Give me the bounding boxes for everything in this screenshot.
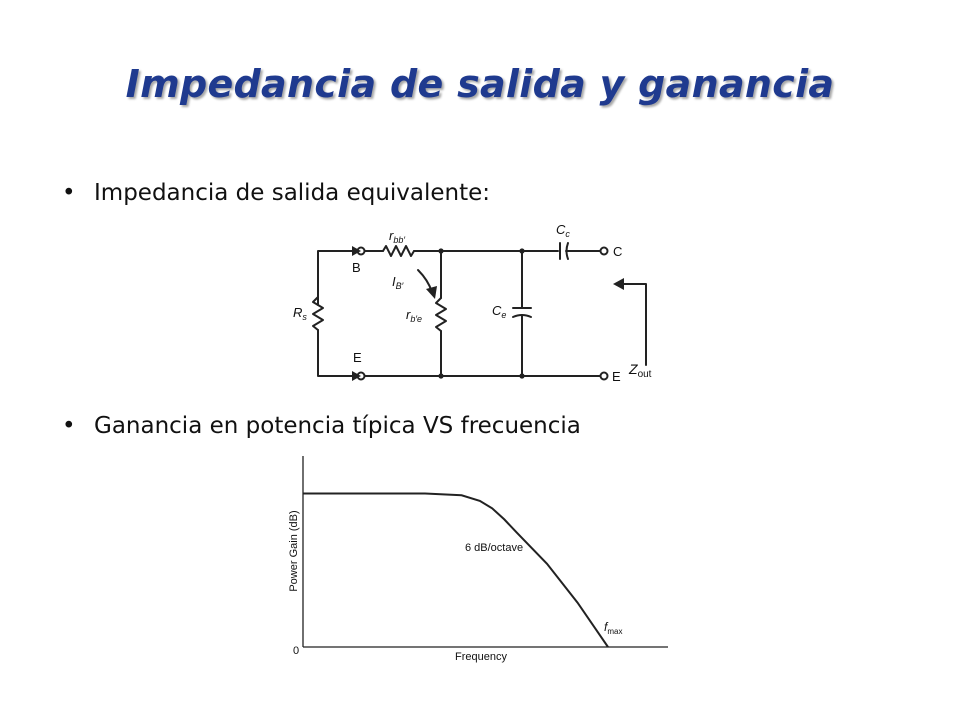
origin-label: 0 xyxy=(293,645,299,657)
resistor-rbb xyxy=(382,245,415,257)
zout-arrow xyxy=(621,283,647,366)
slide-title: Impedancia de salida y ganancia xyxy=(125,62,835,106)
power-gain-chart: Power Gain (dB) Frequency 0 6 dB/octave … xyxy=(288,456,668,663)
label-rbe: rb′e xyxy=(406,307,422,324)
bullet-text: Ganancia en potencia típica VS frecuenci… xyxy=(94,413,581,439)
label-node-b: B xyxy=(352,260,361,275)
terminal-e-right xyxy=(599,371,609,381)
bullet-dot: • xyxy=(62,180,76,206)
zout-arrow-head xyxy=(613,278,624,290)
label-rs: Rs xyxy=(293,305,307,322)
current-arrow-ib-head xyxy=(426,286,437,299)
bullet-text: Impedancia de salida equivalente: xyxy=(94,180,491,206)
label-ib: IB′ xyxy=(392,274,404,291)
label-rbb: rbb′ xyxy=(389,228,405,245)
bullet-dot: • xyxy=(62,413,76,439)
wire-left-top xyxy=(317,250,354,306)
equivalent-circuit-diagram: rbb′ Cc B C IB′ Rs rb′e Ce E E Zout xyxy=(293,222,652,384)
label-node-c: C xyxy=(613,244,622,259)
label-ce: Ce xyxy=(492,303,506,320)
annotation-slope: 6 dB/octave xyxy=(465,542,523,554)
label-cc: Cc xyxy=(556,222,570,239)
annotation-fmax: fmax xyxy=(604,620,622,636)
x-axis-label: Frequency xyxy=(455,651,507,663)
resistor-rs xyxy=(312,296,324,331)
label-node-e-right: E xyxy=(612,369,621,384)
label-zout: Zout xyxy=(628,361,652,380)
label-node-e-left: E xyxy=(353,350,362,365)
y-axis-label: Power Gain (dB) xyxy=(288,510,300,591)
wire-left-bottom xyxy=(317,329,354,377)
gain-curve xyxy=(303,492,609,648)
terminal-c xyxy=(599,246,609,256)
resistor-rbe xyxy=(435,297,447,332)
